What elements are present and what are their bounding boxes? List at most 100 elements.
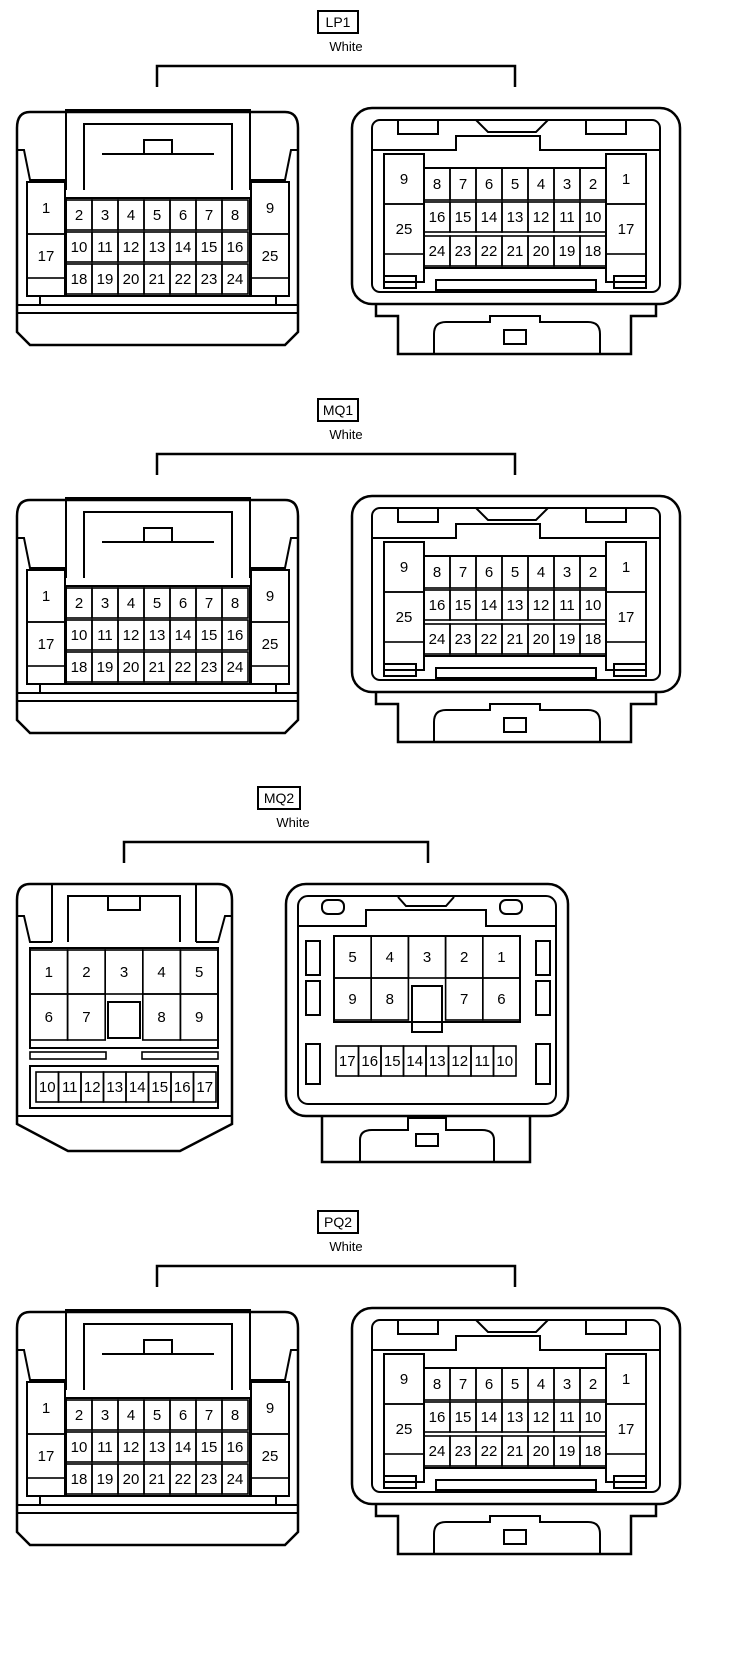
pin-label: 1 xyxy=(497,949,505,966)
latch-tab xyxy=(143,527,173,543)
pin-label: 9 xyxy=(400,171,408,188)
pin-label: 2 xyxy=(82,964,90,981)
pin-cavity xyxy=(250,621,290,667)
key-notch xyxy=(397,896,455,907)
key-cavity xyxy=(411,985,443,1033)
bottom-lock xyxy=(320,1116,532,1164)
pin-label: 8 xyxy=(433,1376,441,1393)
pin-label: 2 xyxy=(75,595,83,612)
connector-color: White xyxy=(329,1239,362,1254)
pin-label: 24 xyxy=(429,631,446,648)
pin-label: 9 xyxy=(266,588,274,605)
connector-color: White xyxy=(276,815,309,830)
pin-label: 13 xyxy=(149,1439,166,1456)
pin-label: 8 xyxy=(386,991,394,1008)
pin-label: 24 xyxy=(227,659,244,676)
pin-label: 12 xyxy=(123,627,140,644)
pin-label: 17 xyxy=(38,248,55,265)
pin-label: 17 xyxy=(618,1421,635,1438)
lock-tab xyxy=(503,1529,527,1545)
separator-bar xyxy=(141,1051,219,1060)
pin-label: 16 xyxy=(227,1439,244,1456)
pin-cavity xyxy=(492,1045,517,1077)
pin-cavity xyxy=(221,619,249,651)
pin-label: 19 xyxy=(559,1443,576,1460)
side-slot xyxy=(305,980,321,1016)
latch-frame-inner xyxy=(83,511,233,578)
latch-frame xyxy=(51,883,197,942)
latch-tab xyxy=(107,895,141,911)
pin-label: 22 xyxy=(175,271,192,288)
pin-label: 3 xyxy=(563,1376,571,1393)
pin-cavity xyxy=(221,199,249,231)
pin-label: 15 xyxy=(201,1439,218,1456)
left-housing-outline xyxy=(15,498,300,735)
pin-label: 14 xyxy=(129,1079,146,1096)
bottom-slot xyxy=(613,275,647,289)
latch-frame-inner xyxy=(67,895,181,942)
pin-label: 10 xyxy=(71,1439,88,1456)
pin-label: 1 xyxy=(622,171,630,188)
pin-label: 24 xyxy=(429,1443,446,1460)
side-rib xyxy=(17,915,52,943)
pin-label: 22 xyxy=(481,631,498,648)
pin-label: 10 xyxy=(496,1053,513,1070)
right-housing-outline xyxy=(350,106,682,306)
pin-label: 10 xyxy=(585,209,602,226)
pin-label: 9 xyxy=(266,200,274,217)
side-rib xyxy=(196,915,232,943)
pin-label: 16 xyxy=(361,1053,378,1070)
pin-label: 19 xyxy=(97,659,114,676)
pin-label: 6 xyxy=(485,176,493,193)
pin-label: 8 xyxy=(231,207,239,224)
pin-label: 4 xyxy=(386,949,394,966)
latch-tab xyxy=(143,1339,173,1355)
connector-id-box xyxy=(317,1210,359,1234)
latch-tab xyxy=(143,139,173,155)
latch-frame xyxy=(65,109,251,190)
pin-label: 3 xyxy=(101,207,109,224)
lock-lever xyxy=(433,703,601,742)
latch-frame xyxy=(65,1309,251,1390)
pin-label: 7 xyxy=(459,176,467,193)
bottom-slot xyxy=(613,1475,647,1489)
pin-label: 14 xyxy=(481,1409,498,1426)
pin-label: 8 xyxy=(157,1009,165,1026)
connector-id: LP1 xyxy=(326,14,351,30)
pin-label: 15 xyxy=(151,1079,168,1096)
pin-label: 18 xyxy=(585,243,602,260)
pin-label: 1 xyxy=(45,964,53,981)
pin-label: 3 xyxy=(563,564,571,581)
key-notch xyxy=(475,1319,549,1333)
pin-label: 13 xyxy=(507,209,524,226)
right-housing-outline xyxy=(350,1306,682,1506)
pin-label: 4 xyxy=(127,207,135,224)
pin-label: 12 xyxy=(533,1409,550,1426)
pin-label: 1 xyxy=(42,200,50,217)
pin-label: 3 xyxy=(101,595,109,612)
pin-cavity xyxy=(26,1433,66,1479)
corner-slot xyxy=(585,507,627,523)
pin-label: 5 xyxy=(195,964,203,981)
pin-cavity xyxy=(579,623,607,655)
pin-label: 23 xyxy=(201,659,218,676)
pin-label: 17 xyxy=(339,1053,356,1070)
latch-frame-inner xyxy=(83,123,233,190)
side-slot xyxy=(535,1043,551,1085)
pin-label: 6 xyxy=(45,1009,53,1026)
right-housing-inner xyxy=(371,1319,661,1493)
pin-label: 23 xyxy=(455,631,472,648)
pin-cavity xyxy=(250,233,290,279)
corner-slot xyxy=(321,899,345,915)
pin-label: 17 xyxy=(196,1079,213,1096)
side-rib xyxy=(17,149,66,181)
pin-label: 18 xyxy=(71,271,88,288)
pin-label: 5 xyxy=(153,1407,161,1424)
pin-label: 6 xyxy=(497,991,505,1008)
pin-cavity xyxy=(26,621,66,667)
pin-label: 11 xyxy=(559,597,575,614)
bottom-slot xyxy=(383,275,417,289)
pin-label: 9 xyxy=(400,559,408,576)
pin-cavity xyxy=(221,1399,249,1431)
